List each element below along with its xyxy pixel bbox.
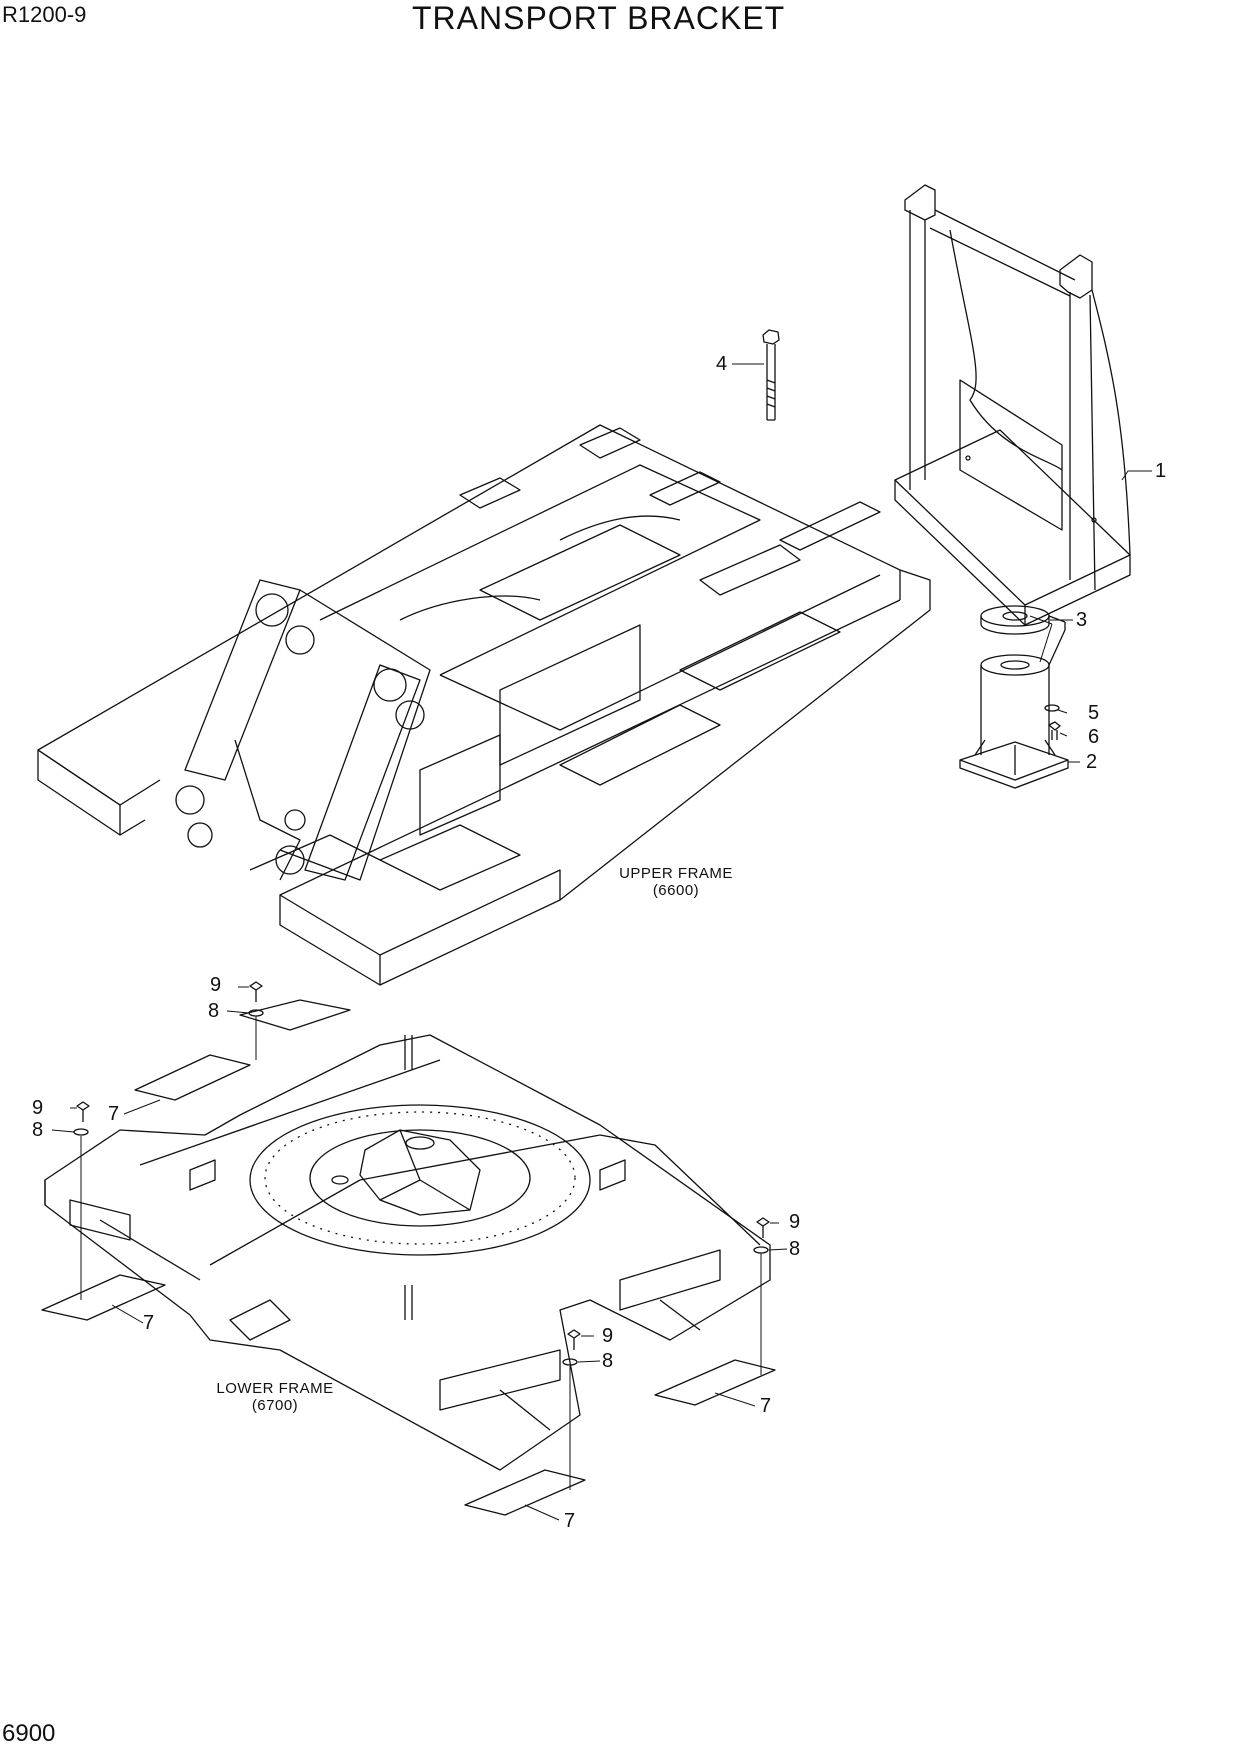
transport-bracket-stand — [895, 185, 1130, 625]
callout-9: 9 — [210, 974, 222, 996]
long-bolt — [763, 330, 779, 420]
callout-6: 6 — [1088, 726, 1100, 748]
upper-frame-name: UPPER FRAME — [619, 865, 733, 882]
lower-bolts — [74, 982, 769, 1365]
upper-frame — [38, 425, 930, 985]
callout-4: 4 — [716, 353, 728, 375]
callout-7: 7 — [143, 1312, 155, 1334]
page-title: TRANSPORT BRACKET — [412, 0, 786, 36]
lower-frame-ref: (6700) — [251, 1397, 299, 1414]
callout-8: 8 — [32, 1119, 44, 1141]
callout-9: 9 — [602, 1325, 614, 1347]
callout-8: 8 — [602, 1350, 614, 1372]
callout-8: 8 — [208, 1000, 220, 1022]
lower-frame-name: LOWER FRAME — [216, 1380, 334, 1397]
callout-9: 9 — [32, 1097, 44, 1119]
callout-3: 3 — [1076, 609, 1088, 631]
callout-9: 9 — [789, 1211, 801, 1233]
callout-7: 7 — [564, 1510, 576, 1532]
leader-lines — [52, 364, 1152, 1520]
model-code: R1200-9 — [2, 2, 87, 27]
callout-5: 5 — [1088, 702, 1100, 724]
callout-1: 1 — [1155, 460, 1167, 482]
upper-frame-label: UPPER FRAME (6600) — [612, 866, 740, 898]
shims — [981, 606, 1065, 675]
callout-7: 7 — [760, 1395, 772, 1417]
callout-2: 2 — [1086, 751, 1098, 773]
page-number: 6900 — [2, 1720, 56, 1747]
callout-7: 7 — [108, 1103, 120, 1125]
support-pedestal — [960, 665, 1068, 788]
washer-and-bolt — [1045, 705, 1060, 740]
lower-frame — [45, 1000, 770, 1470]
pad-7 — [42, 1055, 775, 1515]
upper-frame-ref: (6600) — [652, 882, 700, 899]
callout-8: 8 — [789, 1238, 801, 1260]
lower-frame-label: LOWER FRAME (6700) — [211, 1381, 339, 1413]
